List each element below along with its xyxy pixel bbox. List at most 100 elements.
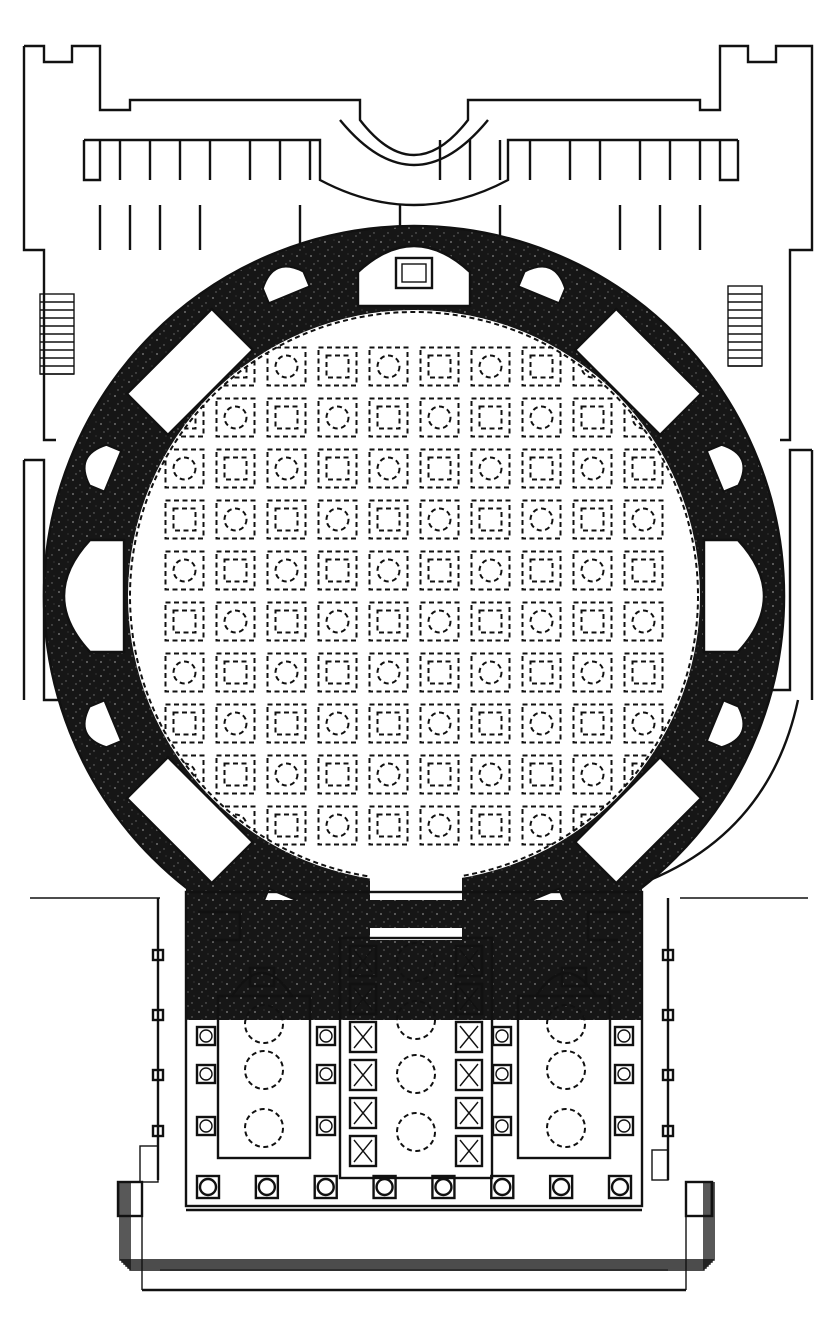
vault-outline: [396, 1000, 436, 1040]
coffer-rosette: [274, 456, 299, 481]
coffer-rosette: [580, 660, 605, 685]
coffer: [419, 805, 460, 846]
column-base: [195, 1025, 217, 1047]
coffer: [368, 550, 409, 591]
coffer-rosette: [376, 762, 401, 787]
coffer: [164, 703, 205, 744]
coffer-rosette: [325, 711, 350, 736]
coffer-rosette: [274, 507, 299, 532]
coffer: [317, 499, 358, 540]
coffer-rosette: [376, 507, 401, 532]
coffer-rosette: [223, 660, 248, 685]
column: [495, 1119, 509, 1133]
coffer-rosette: [427, 507, 452, 532]
coffer-rosette: [529, 711, 554, 736]
coffer: [266, 499, 307, 540]
coffer-rosette: [427, 558, 452, 583]
coffer: [215, 754, 256, 795]
coffer: [623, 703, 664, 744]
wall-niche: [125, 755, 255, 885]
coffer: [521, 754, 562, 795]
vault-outline: [546, 1108, 586, 1148]
column-base: [315, 1063, 337, 1085]
ornament-panel: [348, 1020, 378, 1054]
stair-right: [727, 285, 763, 367]
column-base: [195, 1063, 217, 1085]
coffer: [215, 550, 256, 591]
wall-niche: [702, 538, 766, 654]
wall-niche: [573, 307, 703, 437]
coffer: [266, 601, 307, 642]
vault-outline: [396, 942, 436, 982]
coffer-rosette: [427, 405, 452, 430]
coffer: [266, 805, 307, 846]
side-stair-right: [651, 1149, 669, 1181]
coffer-rosette: [529, 354, 554, 379]
coffer-rosette: [376, 660, 401, 685]
rear-annex: [22, 44, 814, 702]
coffer: [521, 346, 562, 387]
column: [199, 1067, 213, 1081]
coffer: [215, 397, 256, 438]
coffer: [623, 499, 664, 540]
column-base: [254, 1174, 280, 1200]
step-line: [127, 1182, 707, 1269]
ornament-panel: [348, 1096, 378, 1130]
ornament-panel: [454, 944, 484, 978]
coffer-rosette: [631, 609, 656, 634]
coffer-rosette: [529, 813, 554, 838]
ornament-panel: [454, 982, 484, 1016]
coffer: [572, 652, 613, 693]
coffer-rosette: [478, 609, 503, 634]
coffer: [266, 652, 307, 693]
coffer: [572, 754, 613, 795]
column: [257, 1177, 277, 1197]
coffer-rosette: [223, 711, 248, 736]
coffer: [521, 601, 562, 642]
vault-outline: [546, 1050, 586, 1090]
coffer-rosette: [325, 354, 350, 379]
coffer: [572, 703, 613, 744]
coffer-rosette: [427, 609, 452, 634]
coffer: [266, 754, 307, 795]
coffer-rosette: [325, 405, 350, 430]
ornament-panel: [454, 1134, 484, 1168]
coffer-rosette: [325, 813, 350, 838]
coffer-rosette: [427, 660, 452, 685]
column: [617, 1029, 631, 1043]
ornament-panel: [348, 982, 378, 1016]
coffer-rosette: [478, 456, 503, 481]
coffer: [164, 601, 205, 642]
coffer-rosette: [478, 711, 503, 736]
coffer: [572, 448, 613, 489]
coffer: [215, 652, 256, 693]
coffer-rosette: [325, 762, 350, 787]
coffer: [164, 448, 205, 489]
coffer-rosette: [376, 405, 401, 430]
column-base: [607, 1174, 633, 1200]
column-base: [195, 1174, 221, 1200]
coffer: [623, 550, 664, 591]
coffer: [521, 499, 562, 540]
coffer: [164, 550, 205, 591]
coffer: [317, 805, 358, 846]
aedicula-niche: [83, 699, 123, 749]
column: [319, 1119, 333, 1133]
coffer: [419, 601, 460, 642]
coffer-rosette: [478, 507, 503, 532]
coffer: [266, 448, 307, 489]
coffer-rosette: [223, 762, 248, 787]
column-base: [491, 1025, 513, 1047]
coffer-rosette: [580, 558, 605, 583]
ornament-panel: [348, 1134, 378, 1168]
coffer-rosette: [580, 609, 605, 634]
coffer: [470, 499, 511, 540]
coffer-rosette: [478, 354, 503, 379]
coffer: [470, 703, 511, 744]
coffer-rosette: [325, 558, 350, 583]
coffer: [470, 448, 511, 489]
coffer: [368, 805, 409, 846]
portico: [151, 890, 675, 1208]
apse-altar: [394, 256, 434, 290]
ornament-panel: [348, 1058, 378, 1092]
